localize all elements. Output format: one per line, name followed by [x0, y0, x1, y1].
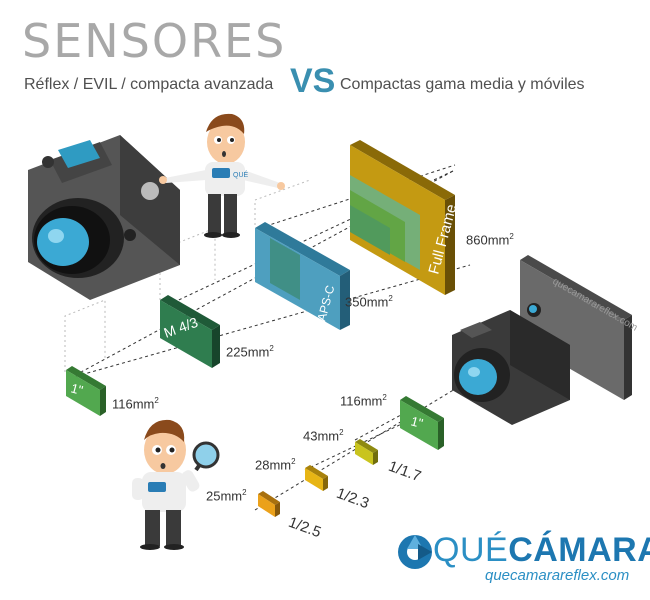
subtitle-right: Compactas gama media y móviles — [340, 76, 585, 93]
area-label-one-inch-right: 116mm2 — [340, 393, 387, 409]
one-inch-sensor-right — [400, 396, 444, 450]
sensor-1-2-3 — [305, 465, 328, 491]
area-label-1-2-5: 25mm2 — [206, 488, 247, 504]
vs-label: VS — [290, 62, 336, 100]
area-label-full-frame: 860mm2 — [466, 232, 514, 248]
subtitle-left: Réflex / EVIL / compacta avanzada — [24, 76, 274, 93]
area-label-apsc: 350mm2 — [345, 294, 393, 310]
m43-sensor — [160, 295, 220, 368]
shirt-logo-text: QUÉ — [233, 170, 249, 179]
one-inch-right-label: 1" — [409, 413, 425, 431]
dslr-camera-icon — [28, 135, 180, 300]
area-label-one-inch-left: 116mm2 — [112, 396, 159, 412]
nested-apsc-outline — [350, 175, 420, 270]
brand-name: QUÉCÁMARA — [433, 531, 650, 569]
brand-logo-icon — [398, 535, 432, 569]
compact-camera-icon — [452, 310, 570, 425]
area-label-1-2-3: 28mm2 — [255, 457, 296, 473]
apsc-sensor — [255, 222, 350, 330]
one-inch-sensor-left — [66, 366, 106, 416]
area-label-1-1-7: 43mm2 — [303, 428, 344, 444]
brand-domain: quecamarareflex.com — [485, 567, 630, 584]
area-label-m43: 225mm2 — [226, 344, 274, 360]
page-title: SENSORES — [22, 14, 287, 68]
sensor-1-2-5 — [258, 491, 280, 517]
sensor-1-1-7 — [355, 439, 378, 465]
one-inch-left-label: 1" — [69, 380, 85, 398]
frame-guides — [64, 179, 311, 372]
man-pointing-icon: QUÉ — [159, 113, 285, 238]
man-magnifier-icon — [132, 419, 220, 550]
